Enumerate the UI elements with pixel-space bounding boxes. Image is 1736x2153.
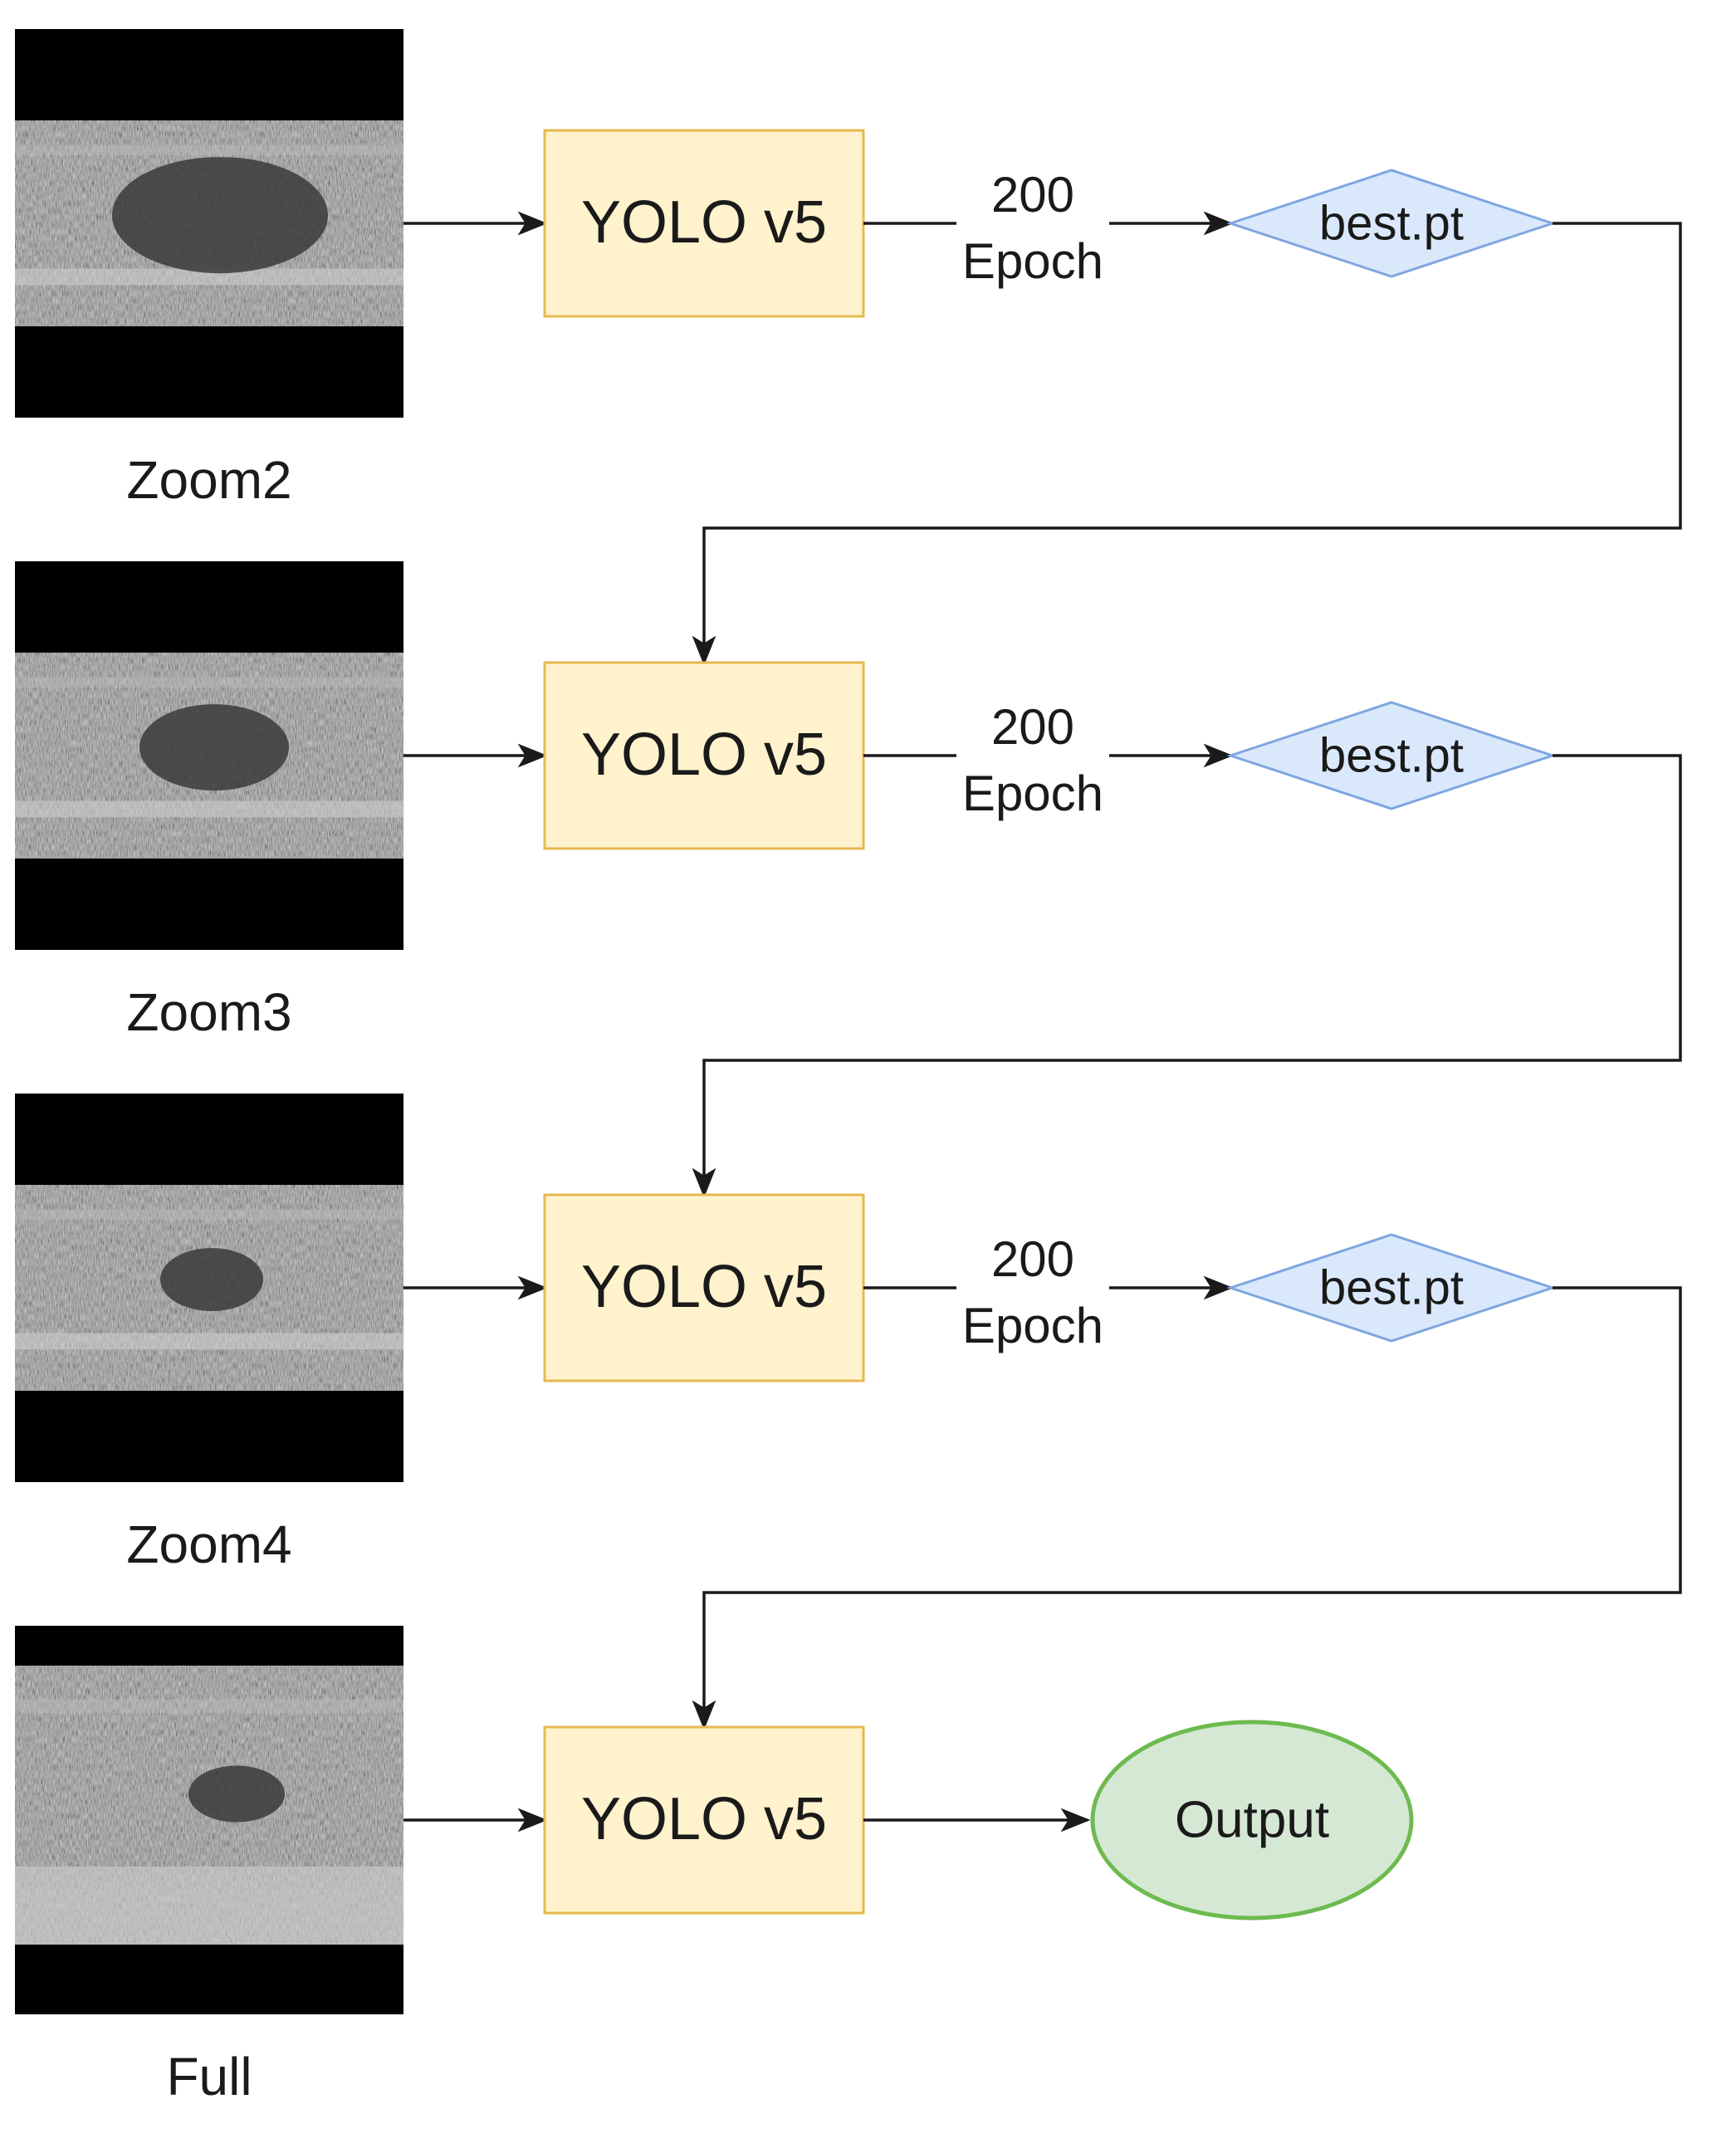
- epoch-unit: Epoch: [962, 766, 1103, 821]
- best-pt-label: best.pt: [1319, 196, 1464, 250]
- stage-4: Full YOLO v5 Output: [15, 1626, 1414, 2107]
- image-label: Zoom4: [126, 1514, 291, 1574]
- yolo-label: YOLO v5: [581, 189, 827, 256]
- ultrasound-image: [15, 1094, 403, 1482]
- yolo-box: [543, 129, 865, 318]
- arrow-weights-to-next-model: [692, 222, 1682, 666]
- epoch-unit: Epoch: [962, 233, 1103, 289]
- image-label: Zoom3: [126, 982, 291, 1042]
- image-streak: [15, 1866, 403, 1889]
- output-label: Output: [1175, 1791, 1329, 1848]
- yolo-box: [543, 1725, 865, 1915]
- ultrasound-image: [15, 1626, 403, 2014]
- epoch-value: 200: [991, 167, 1074, 223]
- image-lesion: [188, 1765, 285, 1823]
- image-streak: [15, 1209, 403, 1221]
- yolo-label: YOLO v5: [581, 1786, 827, 1852]
- ultrasound-image: [15, 29, 403, 418]
- image-label: Zoom2: [126, 450, 291, 510]
- arrow-weights-to-next-model: [692, 754, 1682, 1198]
- image-lesion: [160, 1248, 263, 1312]
- image-lesion: [139, 704, 289, 791]
- yolo-label: YOLO v5: [581, 1254, 827, 1320]
- epoch-value: 200: [991, 1231, 1074, 1287]
- image-streak: [15, 144, 403, 156]
- image-streak: [15, 1699, 403, 1714]
- output-ellipse: [1090, 1720, 1414, 1921]
- arrow-weights-to-next-model: [692, 1286, 1682, 1730]
- epoch-unit: Epoch: [962, 1298, 1103, 1353]
- image-streak: [15, 800, 403, 818]
- image-lesion: [112, 157, 328, 274]
- best-pt-label: best.pt: [1319, 1260, 1464, 1314]
- epoch-value: 200: [991, 699, 1074, 755]
- ultrasound-image: [15, 561, 403, 950]
- yolo-label: YOLO v5: [581, 722, 827, 788]
- image-streak: [15, 1333, 403, 1350]
- image-streak: [15, 268, 403, 286]
- image-label: Full: [166, 2047, 252, 2107]
- image-streak: [15, 677, 403, 688]
- best-pt-label: best.pt: [1319, 728, 1464, 782]
- yolo-box: [543, 661, 865, 850]
- yolo-box: [543, 1193, 865, 1382]
- image-streak: [15, 1888, 403, 1945]
